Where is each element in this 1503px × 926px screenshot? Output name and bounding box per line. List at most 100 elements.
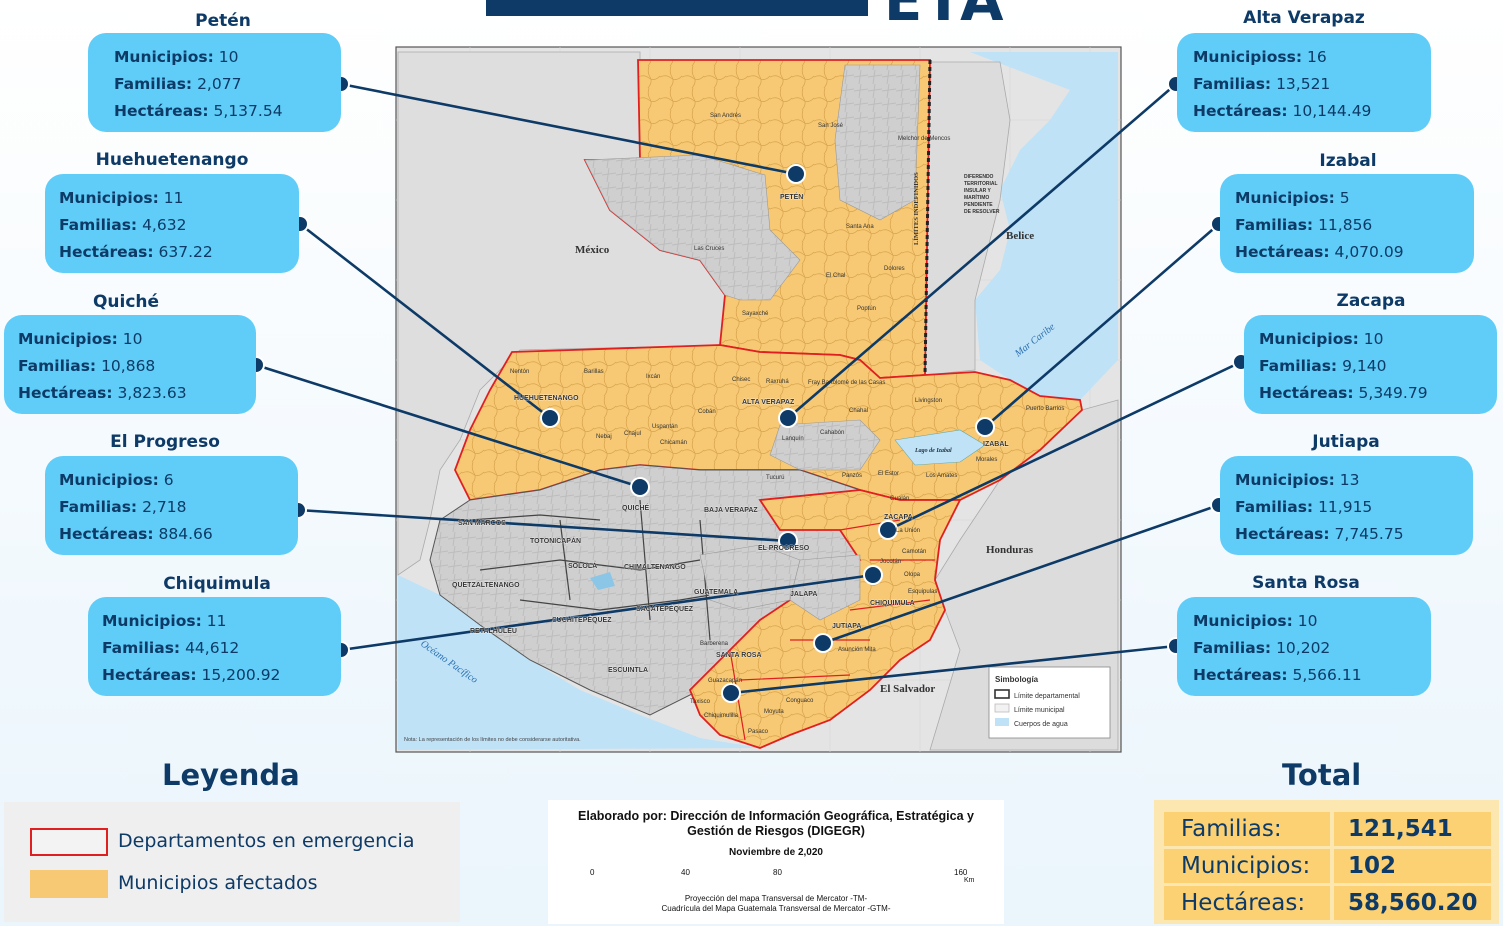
total-row-familias: Familias: 121,541 xyxy=(1164,812,1491,846)
leyenda-box: Departamentos en emergencia Municipios a… xyxy=(4,802,460,922)
legend-swatch-afectados xyxy=(30,870,108,898)
label-hectareas: Hectáreas: xyxy=(114,102,209,120)
leader-quiche xyxy=(255,363,641,489)
map-label-el-progreso: EL PROGRESO xyxy=(758,545,810,552)
diferendo-line-4: MARÍTIMO xyxy=(964,193,989,201)
diferendo-line-6: DE RESOLVER xyxy=(964,209,1000,215)
muni-raxruha: Raxruhá xyxy=(766,379,789,385)
map-label-san-marcos: SAN MARCOS xyxy=(458,520,506,527)
leader-santa-rosa xyxy=(730,644,1177,695)
scale-tick-0: 0 xyxy=(590,868,595,877)
map-label-chiquimula: CHIQUIMULA xyxy=(870,600,915,607)
limites-indefinidos-line xyxy=(923,59,932,376)
card-chiquimula: Municipios: 11 Familias: 44,612 Hectárea… xyxy=(88,597,341,696)
card-alta-verapaz: Municipioss: 16 Familias: 13,521 Hectáre… xyxy=(1177,33,1431,132)
card-el-progreso: Municipios: 6 Familias: 2,718 Hectáreas:… xyxy=(45,456,298,555)
muni-chahal: Chahal xyxy=(849,408,868,414)
leyenda-title: Leyenda xyxy=(162,758,300,792)
value-familias: 44,612 xyxy=(185,639,240,657)
scale-tick-80: 80 xyxy=(773,868,782,877)
label-municipios: Municipios: xyxy=(1193,612,1293,630)
muni-jocotan: Jocotán xyxy=(880,559,901,565)
map-label-zacapa: ZACAPA xyxy=(884,514,913,521)
peten-unaffected-east xyxy=(834,64,921,221)
dot-huehuetenango-map xyxy=(540,408,560,428)
muni-el-estor: El Estor xyxy=(878,471,899,477)
map-label-alta-verapaz: ALTA VERAPAZ xyxy=(742,399,795,406)
dept-name-peten: Petén xyxy=(195,11,251,31)
total-row-municipios: Municipios: 102 xyxy=(1164,849,1491,883)
muni-chicaman: Chicamán xyxy=(660,440,687,446)
muni-san-jose: San José xyxy=(818,123,844,129)
diferendo-line-1: DIFERENDO xyxy=(964,174,994,180)
muni-melchor: Melchor de Mencos xyxy=(898,136,950,142)
muni-camotan: Camotán xyxy=(902,549,926,555)
muni-el-chal: El Chal xyxy=(826,273,845,279)
label-familias: Familias: xyxy=(114,75,193,93)
muni-chajul: Chajul xyxy=(624,431,641,437)
dot-jutiapa-map xyxy=(813,633,833,653)
map-label-chimaltenango: CHIMALTENANGO xyxy=(624,564,686,571)
simbologia-item-3: Cuerpos de agua xyxy=(1014,721,1068,728)
map-label-retalhuleu: RETALHULEU xyxy=(470,628,517,635)
lago-izabal-water xyxy=(894,429,986,466)
diferendo-line-5: PENDIENTE xyxy=(964,202,993,208)
dept-name-alta-verapaz: Alta Verapaz xyxy=(1243,8,1365,28)
label-municipios: Municipios: xyxy=(1235,189,1335,207)
value-municipios: 13 xyxy=(1339,471,1360,489)
muni-fray: Fray Bartolomé de las Casas xyxy=(808,380,885,386)
value-familias: 11,856 xyxy=(1318,216,1373,234)
label-el-salvador: El Salvador xyxy=(880,683,935,695)
value-hectareas: 3,823.63 xyxy=(117,384,187,402)
total-title: Total xyxy=(1282,758,1362,792)
muni-taxisco: Taxisco xyxy=(690,699,711,705)
muni-nebaj: Nebaj xyxy=(596,434,612,440)
dot-izabal-map xyxy=(975,417,995,437)
value-municipios: 16 xyxy=(1306,48,1327,66)
map-municipality-labels: San Andrés San José Melchor de Mencos Sa… xyxy=(510,113,1064,735)
label-mexico: México xyxy=(575,244,610,256)
page-title: ETA xyxy=(884,0,1006,34)
diferendo-line-3: INSULAR Y xyxy=(964,188,992,194)
label-hectareas: Hectáreas: xyxy=(1193,666,1288,684)
value-hectareas: 637.22 xyxy=(158,243,213,261)
peten-unaffected xyxy=(584,154,801,301)
label-familias: Familias: xyxy=(18,357,97,375)
map-label-guatemala: GUATEMALA xyxy=(694,589,738,596)
value-familias: 4,632 xyxy=(142,216,187,234)
muni-esquipulas: Esquipulas xyxy=(908,589,937,595)
label-hectareas: Hectáreas: xyxy=(18,384,113,402)
map-label-quiche: QUICHÉ xyxy=(622,503,650,512)
label-familias: Familias: xyxy=(59,216,138,234)
dept-name-santa-rosa: Santa Rosa xyxy=(1252,573,1360,593)
value-familias: 9,140 xyxy=(1342,357,1387,375)
muni-santa-ana: Santa Ana xyxy=(846,224,874,230)
map-label-peten: PETÉN xyxy=(780,192,803,201)
scale-unit: Km xyxy=(964,877,975,884)
projection-line-2: Cuadrícula del Mapa Guatemala Transversa… xyxy=(661,904,891,913)
leader-chiquimula xyxy=(340,573,874,652)
label-hectareas: Hectáreas: xyxy=(59,525,154,543)
total-box: Familias: 121,541 Municipios: 102 Hectár… xyxy=(1154,800,1499,924)
value-hectareas: 15,200.92 xyxy=(201,666,281,684)
label-familias: Familias: xyxy=(1193,75,1272,93)
card-santa-rosa: Municipios: 10 Familias: 10,202 Hectárea… xyxy=(1177,597,1431,696)
map-department-labels: PETÉN HUEHUETENANGO QUICHÉ ALTA VERAPAZ … xyxy=(452,192,1010,675)
dot-santa-rosa-map xyxy=(721,683,741,703)
card-jutiapa: Municipios: 13 Familias: 11,915 Hectárea… xyxy=(1220,456,1473,555)
dept-name-quiche: Quiché xyxy=(92,292,160,312)
credit-box: Elaborado por: Dirección de Información … xyxy=(548,800,1004,924)
value-hectareas: 10,144.49 xyxy=(1292,102,1372,120)
projection-text: Proyección del mapa Transversal de Merca… xyxy=(548,894,1004,914)
map-label-santa-rosa: SANTA ROSA xyxy=(716,652,762,659)
total-value-hectareas: 58,560.20 xyxy=(1334,886,1491,920)
label-municipios: Municipios: xyxy=(114,48,214,66)
simbologia-item-1: Límite departamental xyxy=(1014,693,1080,700)
leader-lines xyxy=(255,82,1242,695)
label-hectareas: Hectáreas: xyxy=(102,666,197,684)
label-limites: LÍMITES INDEFINIDOS xyxy=(912,172,920,245)
label-familias: Familias: xyxy=(59,498,138,516)
title-bar xyxy=(486,0,868,16)
label-lago-izabal: Lago de Izabal xyxy=(914,448,952,454)
label-municipios: Municipios: xyxy=(102,612,202,630)
